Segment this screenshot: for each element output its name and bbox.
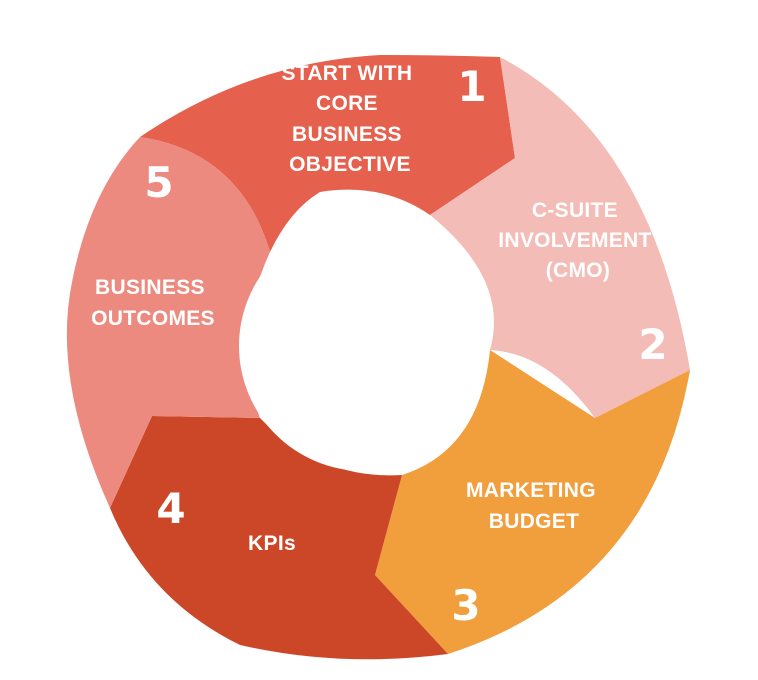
segment-5-label-line: OUTCOMES xyxy=(91,307,215,330)
segment-1-number: 1 xyxy=(457,62,486,111)
segment-4-shape xyxy=(110,416,448,660)
segment-3-label-line: BUDGET xyxy=(489,510,579,533)
segment-4-label: KPIs xyxy=(248,532,296,555)
segment-4-label-line: KPIs xyxy=(248,532,296,555)
segment-1-label-line: START WITH xyxy=(281,62,412,85)
segment-4-number: 4 xyxy=(156,484,185,533)
segment-5-number: 5 xyxy=(144,158,173,207)
center-hole xyxy=(239,221,489,471)
segment-1-label-line: BUSINESS xyxy=(292,123,402,146)
segment-3-number: 3 xyxy=(451,581,480,630)
segment-3-label: MARKETING BUDGET xyxy=(466,479,602,533)
segment-5-shape xyxy=(66,137,270,508)
segment-1-label-line: CORE xyxy=(316,92,378,115)
segment-2-number: 2 xyxy=(638,320,667,369)
segment-3-shape xyxy=(375,350,690,654)
segment-2-shape xyxy=(430,57,690,418)
segment-5-label-line: BUSINESS xyxy=(95,276,205,299)
segment-5-label: BUSINESS OUTCOMES xyxy=(91,276,215,330)
segment-3-label-line: MARKETING xyxy=(466,479,596,502)
segment-1-shape xyxy=(140,55,515,252)
segment-1-label-line: OBJECTIVE xyxy=(289,153,411,176)
segment-2-label: C-SUITE INVOLVEMENT (CMO) xyxy=(498,199,658,282)
segment-1-label: START WITH CORE BUSINESS OBJECTIVE xyxy=(281,62,418,176)
segment-2-label-line: INVOLVEMENT xyxy=(498,229,651,252)
segment-2-label-line: (CMO) xyxy=(546,259,610,282)
segment-2-label-line: C-SUITE xyxy=(532,199,618,222)
